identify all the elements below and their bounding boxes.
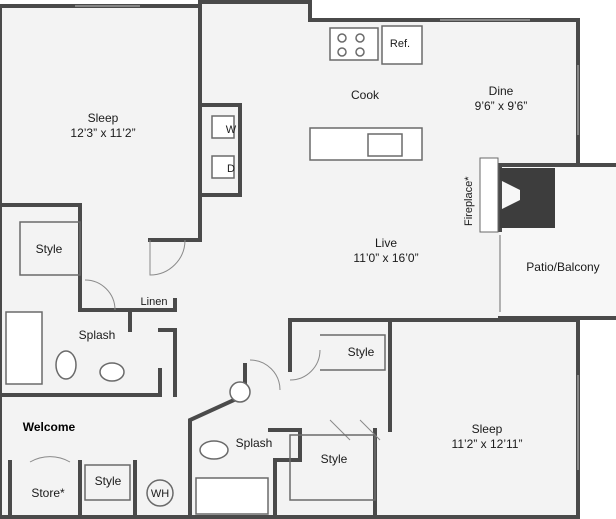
room-style-center: Style <box>321 452 348 467</box>
toilet-left <box>55 350 77 380</box>
room-name: Store* <box>31 486 65 500</box>
room-wh: WH <box>151 487 169 502</box>
wall-store <box>8 460 137 519</box>
room-name: Style <box>94 474 122 488</box>
toilet-center <box>199 440 229 460</box>
room-name: Welcome <box>22 420 76 434</box>
room-linen: Linen <box>141 295 168 310</box>
room-dims: 9’6” x 9’6” <box>474 99 528 113</box>
washer-label: W <box>225 124 237 136</box>
room-name: Splash <box>235 436 273 450</box>
room-name: Dine <box>488 84 514 98</box>
wall-sleep-right <box>288 318 580 519</box>
unit-floor <box>0 2 578 519</box>
room-patio: Patio/Balcony <box>526 260 599 275</box>
room-name: Linen <box>140 296 168 308</box>
water-heater <box>146 479 174 507</box>
door-splash-left <box>84 279 116 311</box>
room-welcome: Welcome <box>23 420 75 435</box>
patio-floor <box>500 165 616 318</box>
style-left-closet <box>19 221 81 276</box>
room-name: WH <box>150 488 170 500</box>
room-store: Store* <box>31 486 64 501</box>
bathtub-left <box>5 311 43 385</box>
door-center <box>249 359 281 391</box>
room-name: Sleep <box>471 422 503 436</box>
room-dims: 11’0” x 16’0” <box>353 251 419 265</box>
style-bottom-closet <box>84 464 131 501</box>
wall-splash-center <box>188 363 302 519</box>
room-name: Style <box>320 452 348 466</box>
dryer-label: D <box>227 163 235 175</box>
door-welcome <box>29 456 71 463</box>
room-name: Cook <box>350 88 380 102</box>
sink-left <box>99 362 125 382</box>
room-cook: Cook <box>351 88 379 103</box>
fireplace-hearth <box>479 157 499 233</box>
dryer <box>211 155 235 179</box>
fireplace-box <box>500 168 555 228</box>
room-live: Live 11’0” x 16’0” <box>353 236 418 266</box>
room-splash-left: Splash <box>79 328 116 343</box>
wall-linen <box>128 298 177 312</box>
room-style-left: Style <box>36 242 63 257</box>
room-splash-center: Splash <box>236 436 273 451</box>
wall-laundry <box>198 103 242 197</box>
room-name: Sleep <box>87 111 119 125</box>
room-name: Patio/Balcony <box>526 260 600 274</box>
room-dine: Dine 9’6” x 9’6” <box>475 84 528 114</box>
room-name: Live <box>374 236 397 250</box>
room-dims: 12’3” x 11’2” <box>70 126 136 140</box>
room-sleep-right: Sleep 11’2” x 12’11” <box>452 422 523 452</box>
sink-center <box>229 381 251 403</box>
room-name: Splash <box>78 328 116 342</box>
kitchen-island <box>309 127 423 161</box>
wall-splash-left <box>0 308 177 397</box>
style-upper-right-closet <box>320 334 386 371</box>
room-name: Style <box>347 345 375 359</box>
refrigerator-label: Ref. <box>389 38 411 50</box>
bathtub-center <box>195 477 269 515</box>
door-sleep-right <box>289 349 321 381</box>
room-sleep-left: Sleep 12’3” x 11’2” <box>70 111 135 141</box>
cooktop <box>329 27 379 61</box>
door-style-right <box>329 419 381 441</box>
refrigerator <box>381 25 423 65</box>
kitchen-sink <box>367 133 403 157</box>
room-style-bottom: Style <box>95 474 122 489</box>
room-style-upper-right: Style <box>348 345 375 360</box>
room-name: Style <box>35 242 63 256</box>
door-sleep-left <box>149 239 186 276</box>
washer <box>211 115 235 139</box>
fireplace-label: Fireplace* <box>463 176 475 226</box>
style-center-closet <box>289 434 376 501</box>
room-dims: 11’2” x 12’11” <box>451 437 523 451</box>
